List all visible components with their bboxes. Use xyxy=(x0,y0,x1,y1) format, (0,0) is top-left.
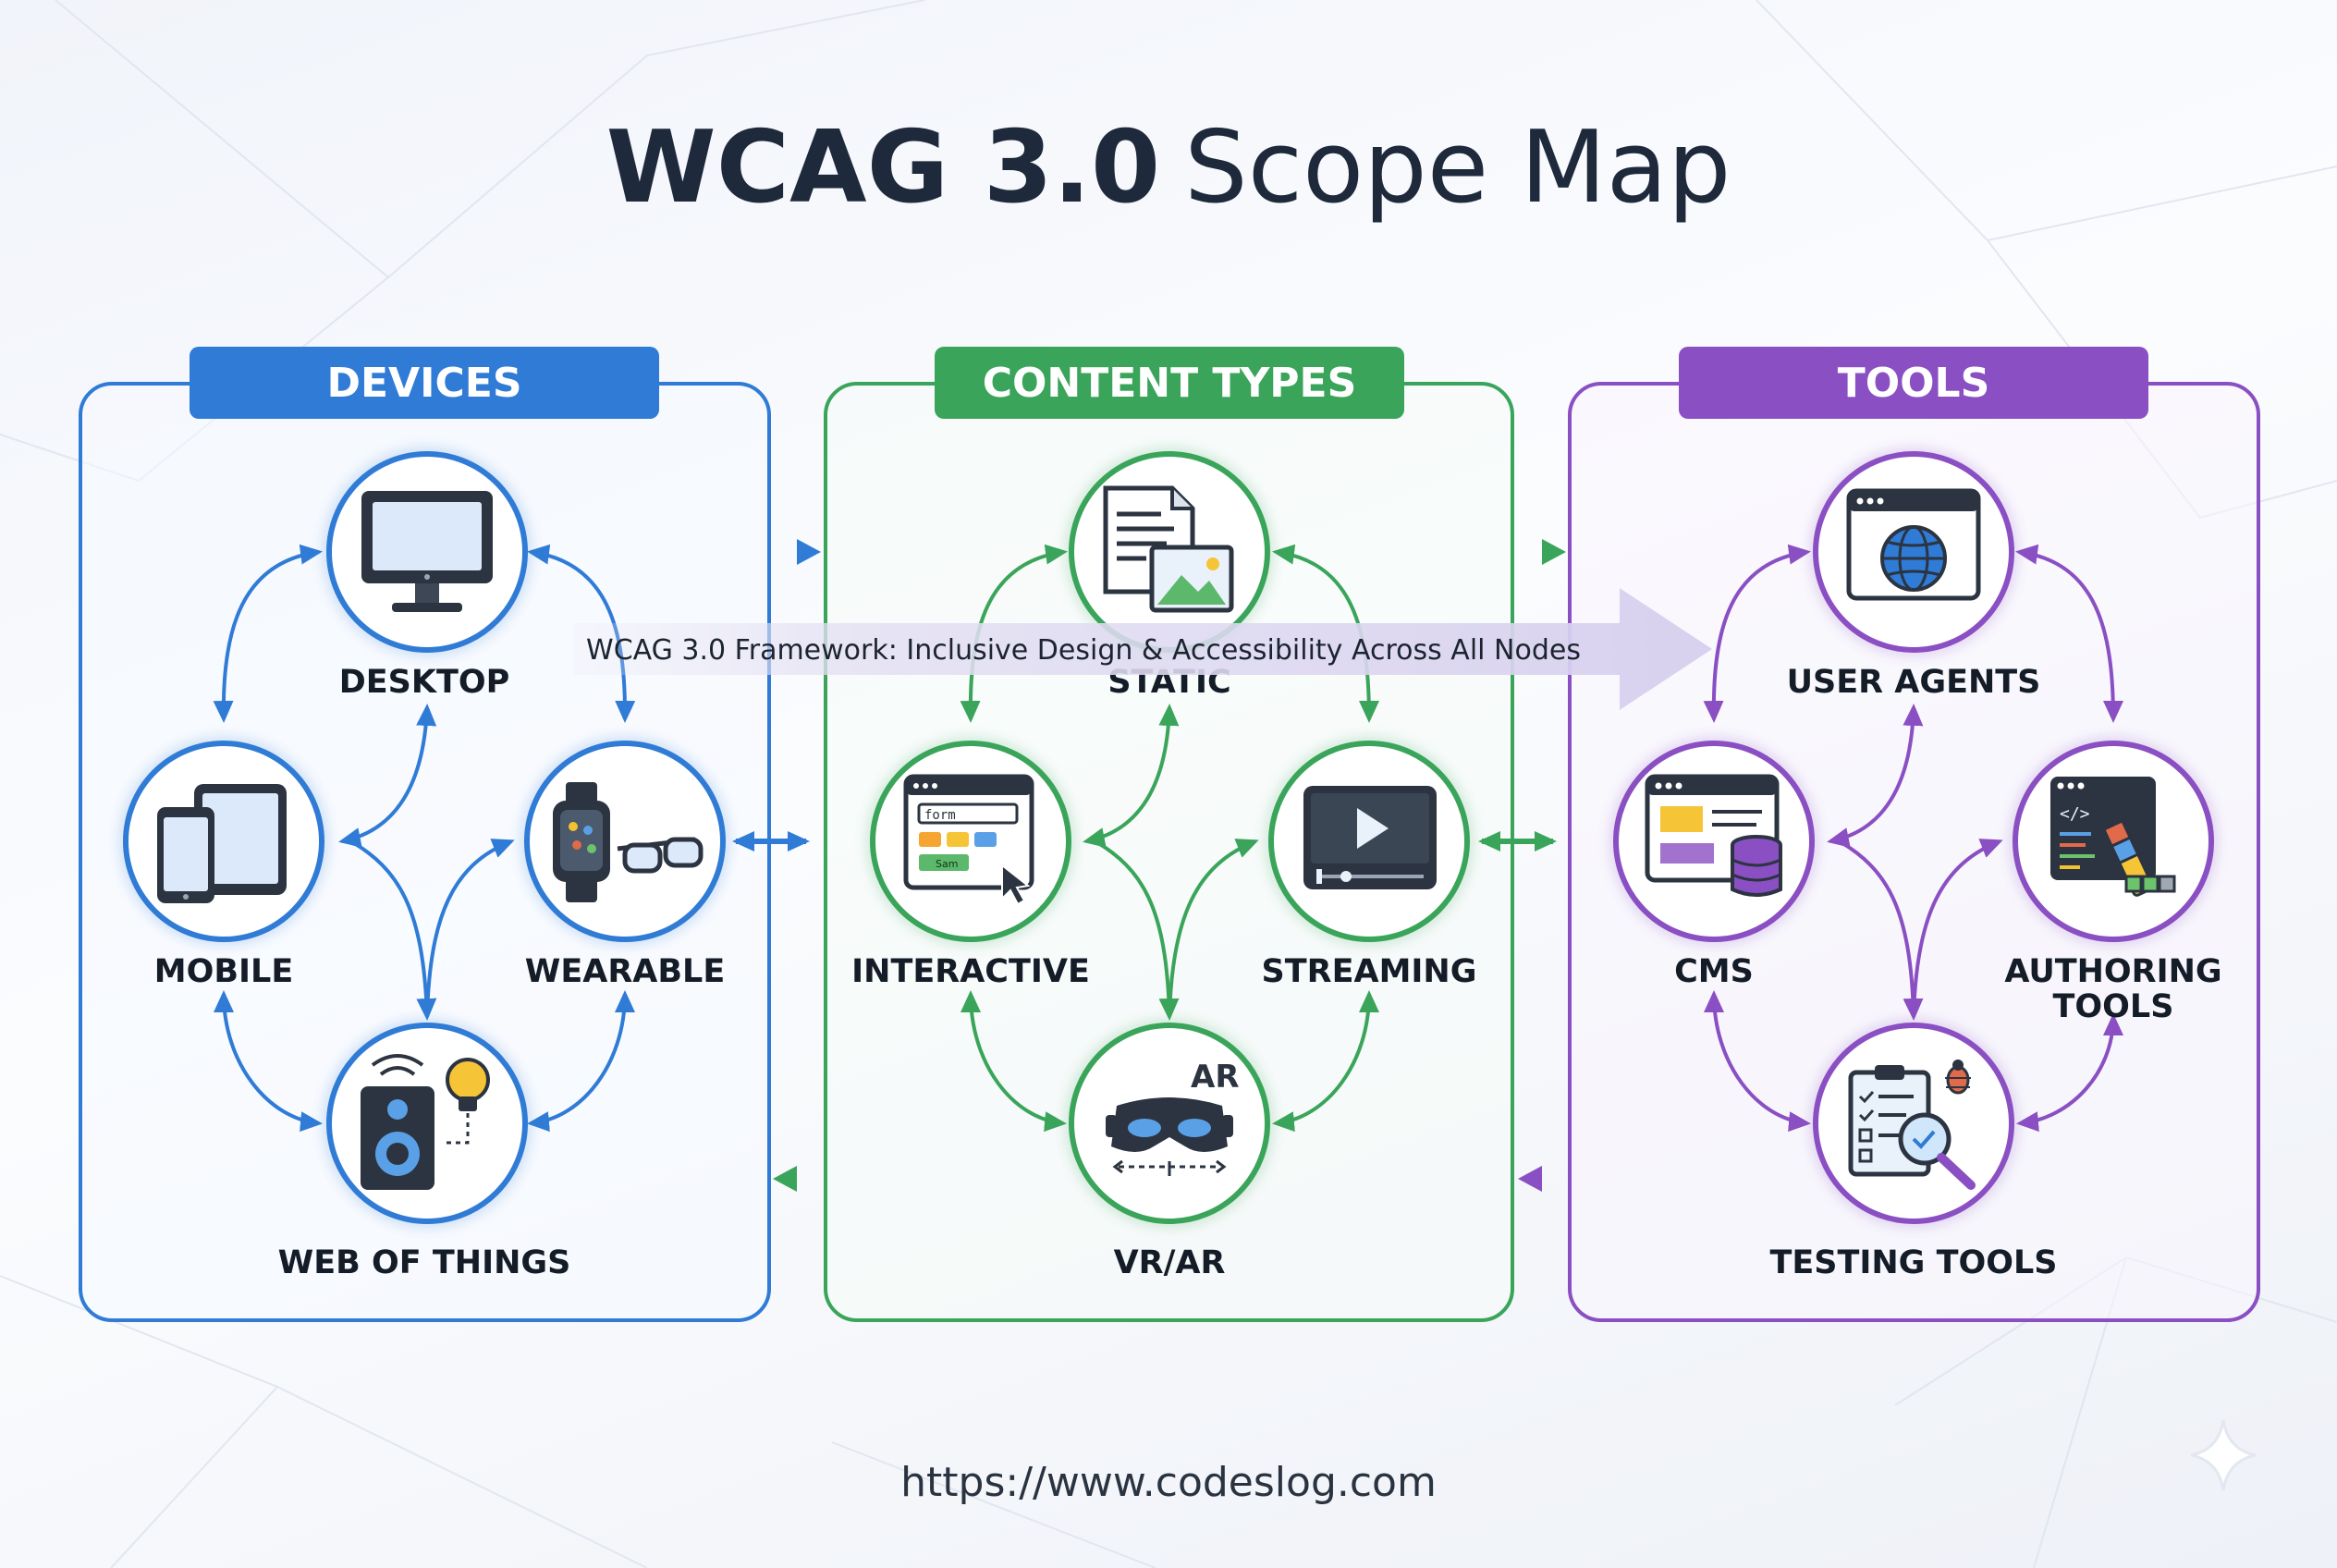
checklist-magnifier-bug-icon xyxy=(1848,1060,1976,1190)
connector-agents-cms-inner xyxy=(1827,704,1924,848)
connector-agents-authoring xyxy=(2015,544,2123,723)
node-streaming-label: STREAMING xyxy=(1262,953,1477,990)
tools-header-label: TOOLS xyxy=(1838,360,1990,407)
node-interactive-label: INTERACTIVE xyxy=(851,953,1090,990)
content-header-label: CONTENT TYPES xyxy=(983,360,1357,407)
node-testing-label: TESTING TOOLS xyxy=(1770,1244,2058,1281)
connector-cms-testing xyxy=(1838,839,1924,1021)
content-header xyxy=(935,347,1404,419)
icon-ar-text: AR xyxy=(1191,1059,1240,1096)
node-vrar-label: VR/AR xyxy=(1114,1244,1226,1281)
node-mobile[interactable]: MOBILE xyxy=(118,736,329,990)
framework-banner: WCAG 3.0 Framework: Inclusive Design & A… xyxy=(573,588,1712,710)
desktop-monitor-icon xyxy=(361,491,493,612)
node-mobile-label: MOBILE xyxy=(154,953,294,990)
devices-header xyxy=(190,347,659,419)
connector-static-interactive-inner xyxy=(1083,704,1180,848)
document-image-icon xyxy=(1103,485,1234,613)
arrow-head-devices-to-content xyxy=(797,539,821,565)
arrow-head-content-to-devices xyxy=(773,1166,797,1192)
icon-button-text: Sam xyxy=(936,858,958,870)
cms-database-icon xyxy=(1645,774,1782,897)
tools-group: TOOLS xyxy=(1568,347,2260,1322)
arrow-head-content-to-tools xyxy=(1542,539,1566,565)
title-light-part: Scope Map xyxy=(1184,110,1731,226)
footer-url[interactable]: https://www.codeslog.com xyxy=(900,1459,1437,1506)
node-wot[interactable]: WEB OF THINGS xyxy=(278,1018,571,1281)
devices-group: DEVICES DESKTOP xyxy=(79,347,771,1322)
devices-header-label: DEVICES xyxy=(326,360,521,407)
connector-streaming-vrar-outer xyxy=(1272,990,1379,1133)
connector-cms-testing-outer xyxy=(1704,990,1811,1133)
content-connectors xyxy=(960,544,1379,1133)
vr-headset-icon: AR xyxy=(1106,1059,1240,1176)
content-group: CONTENT TYPES xyxy=(824,347,1514,1322)
connector-wearable-wot-outer xyxy=(527,990,635,1133)
connector-desktop-mobile xyxy=(213,544,323,723)
code-palette-icon: </> xyxy=(2050,777,2176,897)
connector-desktop-wearable xyxy=(527,544,636,723)
node-desktop-label: DESKTOP xyxy=(339,664,510,701)
phone-tablet-icon xyxy=(157,784,287,903)
speaker-lightbulb-icon xyxy=(361,1054,490,1190)
connector-static-streaming xyxy=(1272,544,1379,723)
icon-form-text: form xyxy=(924,808,956,823)
connector-desktop-mobile-inner xyxy=(338,704,437,848)
arrow-head-tools-to-content xyxy=(1518,1166,1542,1192)
node-testing[interactable]: TESTING TOOLS xyxy=(1770,1018,2058,1281)
connector-mobile-wot xyxy=(349,839,437,1021)
node-wearable-label: WEARABLE xyxy=(525,953,726,990)
node-interactive[interactable]: form Sam INTERACTIVE xyxy=(851,736,1090,990)
connector-authoring-testing-outer xyxy=(2016,1013,2123,1133)
node-wearable[interactable]: WEARABLE xyxy=(520,736,730,990)
framework-banner-arrow xyxy=(573,588,1712,710)
connector-wearable-wot xyxy=(425,839,515,1018)
connector-authoring-testing xyxy=(1912,839,2003,1018)
node-desktop[interactable]: DESKTOP xyxy=(322,447,532,701)
node-agents-label: USER AGENTS xyxy=(1787,664,2041,701)
tools-connectors xyxy=(1703,544,2123,1133)
tools-header xyxy=(1679,347,2148,419)
node-authoring-label-line1: AUTHORING xyxy=(2004,953,2221,990)
connector-agents-cms xyxy=(1703,544,1811,723)
connector-streaming-vrar xyxy=(1168,839,1259,1018)
smartwatch-glasses-icon xyxy=(553,782,704,902)
form-cursor-icon: form Sam xyxy=(903,774,1034,906)
video-player-icon xyxy=(1303,786,1437,889)
browser-globe-icon xyxy=(1846,488,1981,601)
icon-code-text: </> xyxy=(2060,804,2090,824)
node-wot-label: WEB OF THINGS xyxy=(278,1244,571,1281)
sparkle-icon xyxy=(2190,1419,2257,1491)
node-cms[interactable]: CMS xyxy=(1609,736,1819,990)
node-agents[interactable]: USER AGENTS xyxy=(1787,447,2041,701)
connector-interactive-vrar-outer xyxy=(960,990,1067,1133)
inter-group-arrows xyxy=(638,539,1715,1192)
connector-mobile-wot-outer xyxy=(214,990,323,1133)
node-streaming[interactable]: STREAMING xyxy=(1262,736,1477,990)
node-authoring[interactable]: </> AUTHORING TOOLS xyxy=(2004,736,2222,1025)
title-bold-part: WCAG 3.0 xyxy=(606,110,1161,226)
connector-interactive-vrar xyxy=(1094,839,1180,1021)
framework-banner-text: WCAG 3.0 Framework: Inclusive Design & A… xyxy=(586,634,1581,667)
devices-connectors xyxy=(213,544,636,1133)
node-static[interactable]: STATIC xyxy=(1064,447,1275,701)
node-authoring-label-line2: TOOLS xyxy=(2053,988,2174,1025)
node-cms-label: CMS xyxy=(1674,953,1754,990)
node-vrar[interactable]: AR VR/AR xyxy=(1064,1018,1275,1281)
connector-static-interactive xyxy=(960,544,1068,723)
